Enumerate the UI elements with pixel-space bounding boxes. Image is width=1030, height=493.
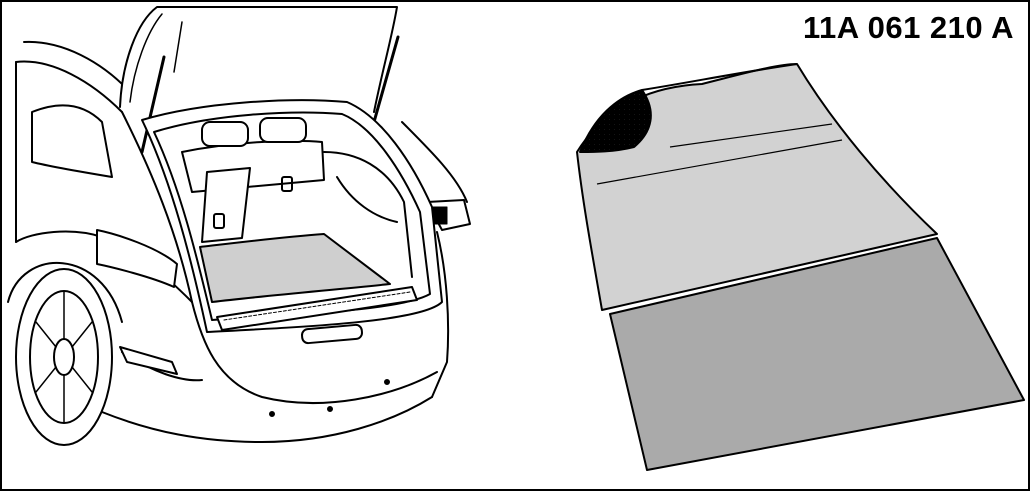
part-number-label: 11A 061 210 A <box>802 10 1014 45</box>
car-rear-view-illustration <box>7 6 471 446</box>
luggage-mat-illustration <box>576 63 1025 471</box>
